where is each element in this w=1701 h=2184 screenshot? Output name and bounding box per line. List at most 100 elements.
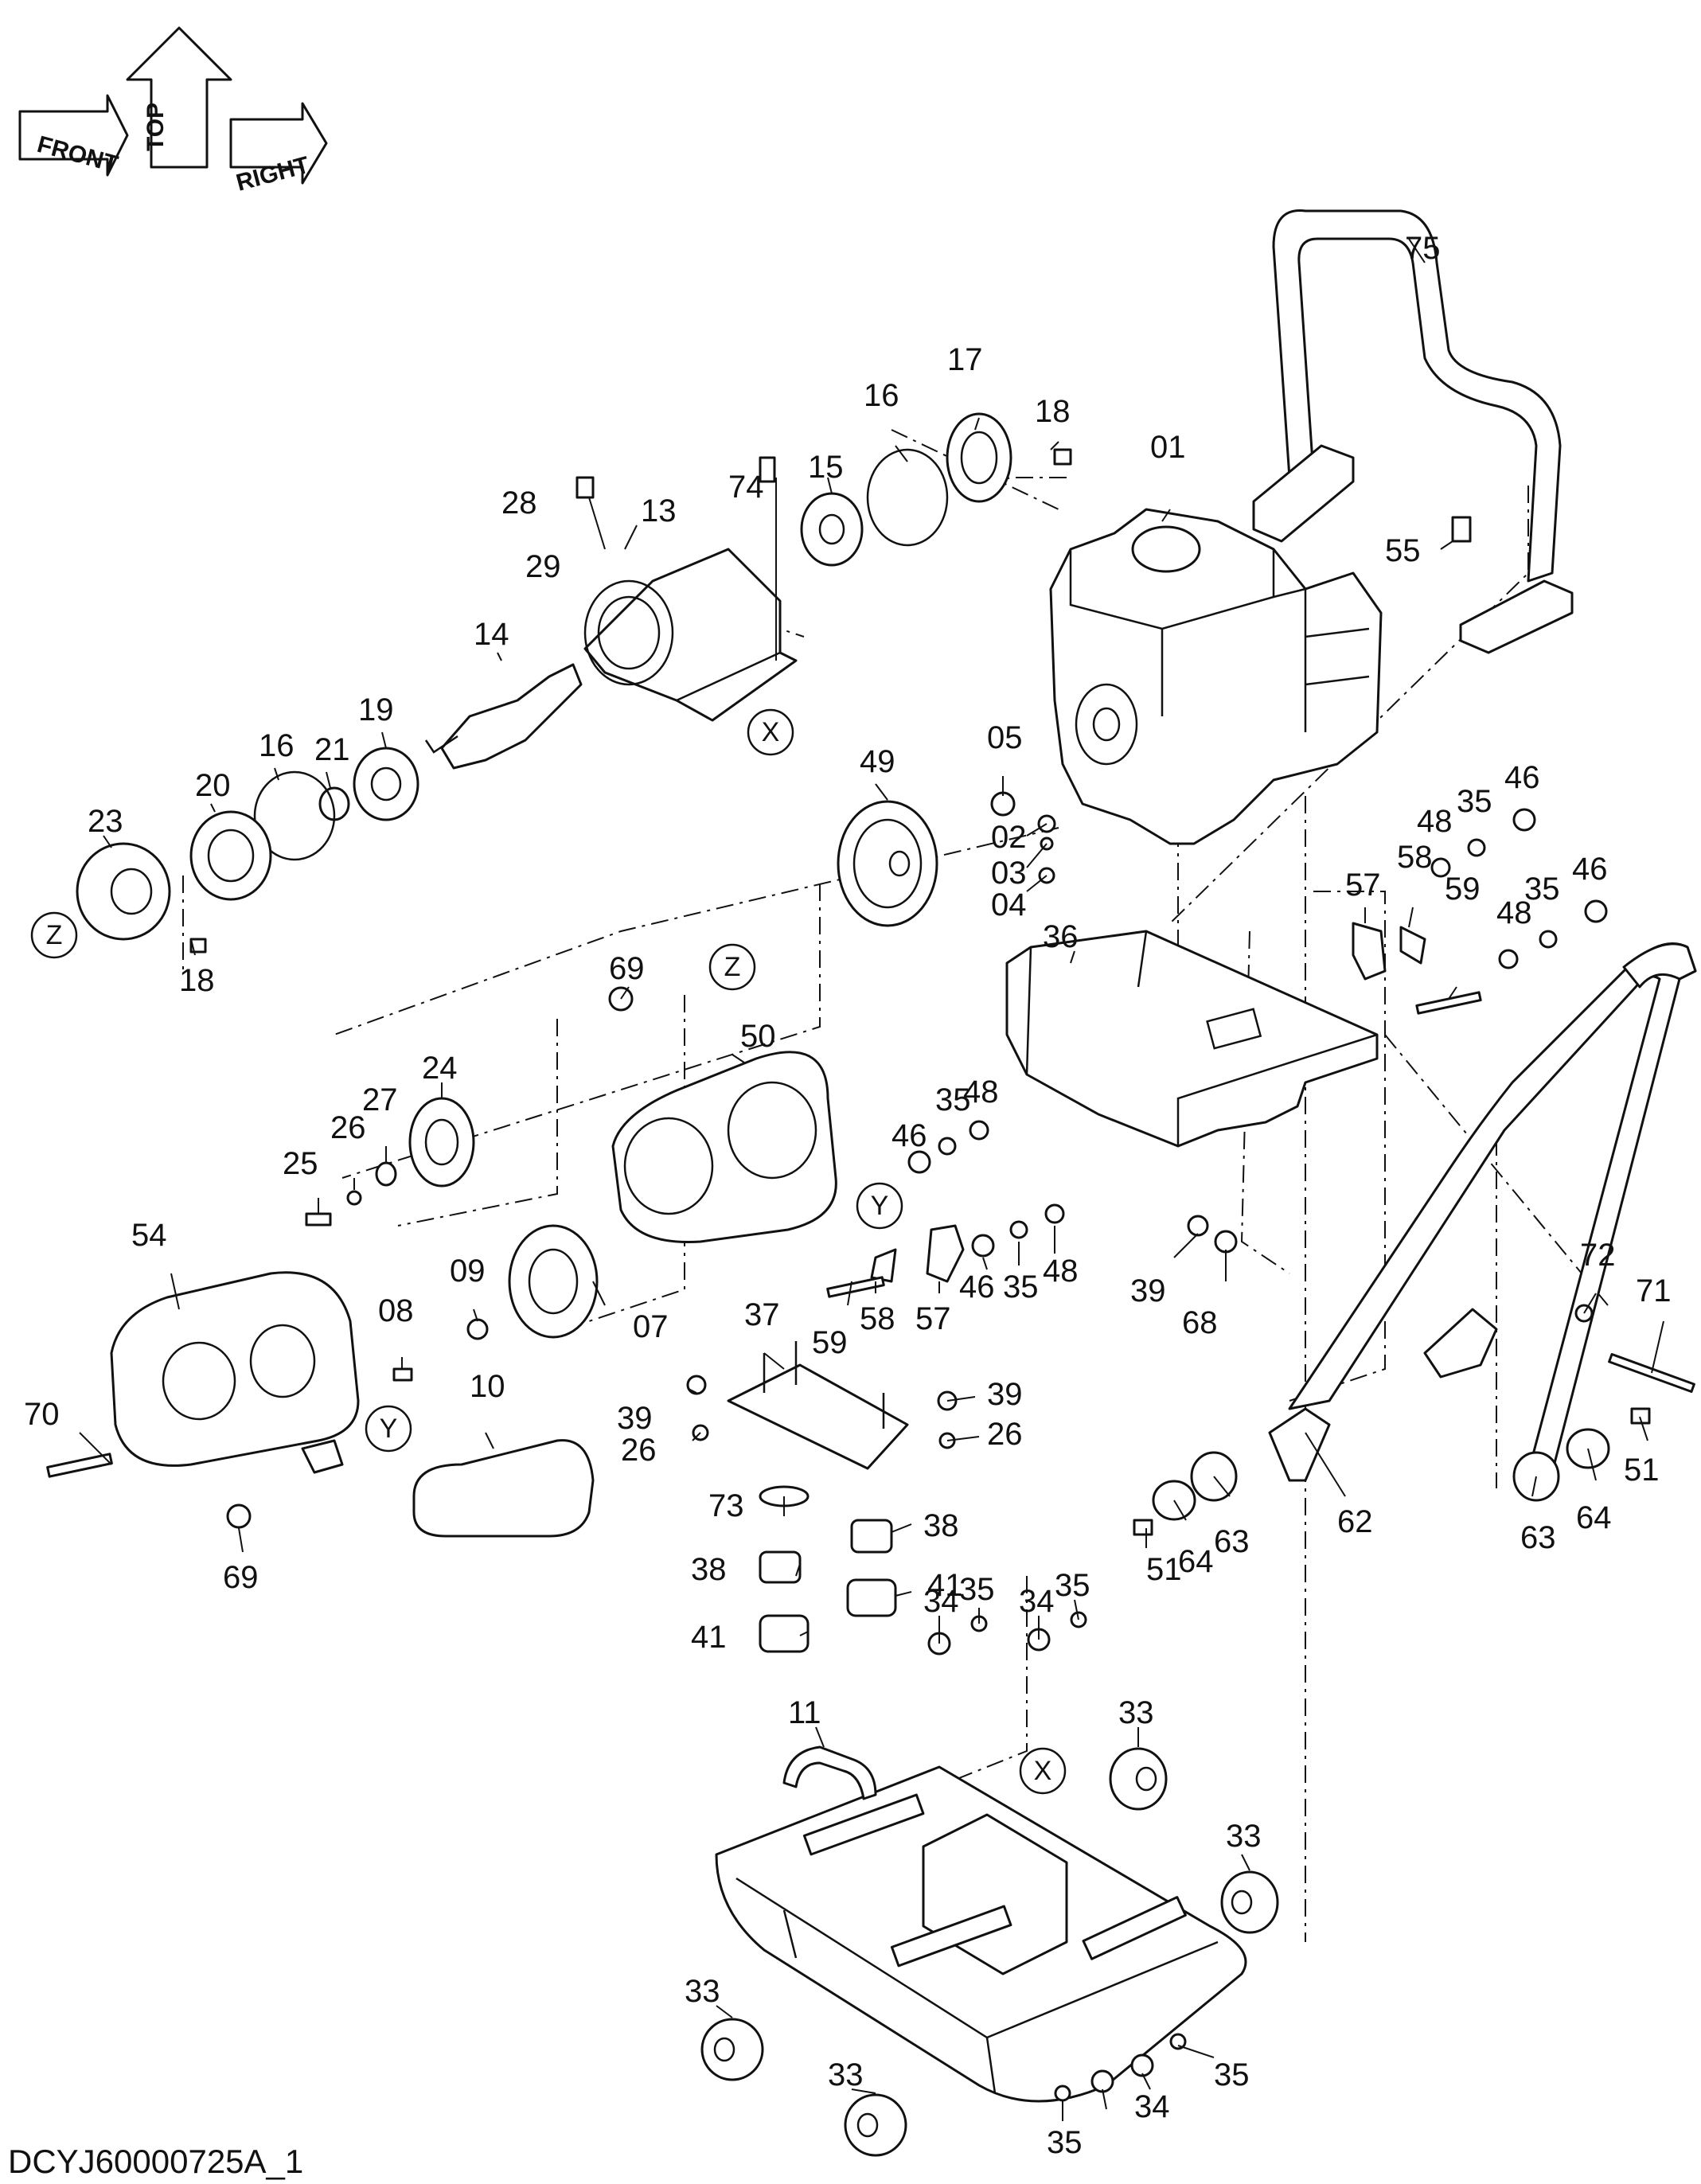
mount-bar-rear <box>890 1905 1012 1968</box>
washer-35-a <box>1467 838 1486 857</box>
label-25: 25 <box>283 1146 318 1181</box>
handle-grip <box>1622 942 1697 989</box>
belt-cover <box>46 1271 360 1478</box>
label-41-a: 41 <box>927 1568 963 1603</box>
label-54: 54 <box>131 1218 167 1253</box>
label-26-b: 26 <box>621 1433 657 1468</box>
label-35-a: 35 <box>959 1572 995 1607</box>
washer-35-d <box>1009 1220 1028 1239</box>
mount-38-right <box>850 1519 893 1554</box>
label-70: 70 <box>24 1397 60 1432</box>
label-64-b: 64 <box>1576 1500 1612 1535</box>
label-35-f: 35 <box>1003 1269 1039 1305</box>
label-03: 03 <box>991 856 1027 891</box>
label-23: 23 <box>88 804 123 839</box>
label-16-right: 16 <box>864 378 899 413</box>
mount-38-left <box>759 1550 802 1584</box>
label-73: 73 <box>708 1488 744 1523</box>
exciter-shaft-assembly <box>76 412 1072 954</box>
rubber-buffers <box>700 1747 1279 2157</box>
label-18-left: 18 <box>179 963 215 998</box>
engine-body <box>1049 508 1383 845</box>
clutch-drum <box>837 800 938 927</box>
mount-plate <box>727 1363 909 1470</box>
label-35-g: 35 <box>1214 2057 1250 2092</box>
bolt-74 <box>759 456 776 483</box>
gasket-left <box>253 770 336 861</box>
label-33-b: 33 <box>1226 1819 1262 1854</box>
washer-68 <box>1214 1230 1238 1254</box>
ref-x-upper: X <box>747 708 794 756</box>
label-08: 08 <box>378 1293 414 1328</box>
handle-bracket-left <box>1268 1407 1331 1482</box>
label-51-a: 51 <box>1146 1552 1182 1587</box>
bearing-cover-right <box>946 412 1012 503</box>
washer-09 <box>466 1318 489 1340</box>
handle-rubbers <box>1133 1407 1651 1536</box>
label-62: 62 <box>1337 1504 1373 1539</box>
label-69-a: 69 <box>609 951 645 986</box>
label-27: 27 <box>362 1082 398 1117</box>
bearing-left <box>353 747 419 821</box>
label-35-h: 35 <box>1047 2125 1083 2160</box>
label-49: 49 <box>860 744 895 779</box>
part-number-labels: 01 02 03 04 05 07 08 09 10 11 13 14 15 1… <box>24 231 1672 2160</box>
engine-base-frame <box>826 922 1482 1298</box>
buffer-33-c <box>700 2018 764 2081</box>
label-38-a: 38 <box>923 1508 959 1543</box>
label-34-c: 34 <box>1134 2089 1170 2124</box>
fuel-cap <box>1131 525 1201 573</box>
label-15: 15 <box>808 450 844 485</box>
label-28: 28 <box>501 486 537 521</box>
svg-text:Z: Z <box>724 952 741 982</box>
label-39-c: 39 <box>987 1377 1023 1412</box>
label-18-right: 18 <box>1035 394 1071 429</box>
label-50: 50 <box>740 1019 776 1054</box>
label-58-b: 58 <box>860 1301 895 1336</box>
label-46-c: 46 <box>891 1118 927 1153</box>
label-05: 05 <box>987 720 1023 755</box>
ref-y-lower: Y <box>365 1405 412 1453</box>
pulley-07 <box>508 1224 599 1339</box>
label-26-c: 26 <box>987 1417 1023 1452</box>
label-13: 13 <box>641 493 677 528</box>
fasteners <box>226 791 1608 2102</box>
exciter-housing <box>583 548 798 722</box>
washer-27 <box>375 1161 397 1187</box>
label-59-a: 59 <box>1445 872 1481 907</box>
label-46-d: 46 <box>959 1269 995 1305</box>
nut-39-a <box>1187 1215 1209 1237</box>
guard-tube <box>1272 209 1562 583</box>
bracket-58-lower <box>870 1248 897 1283</box>
label-72: 72 <box>1580 1238 1616 1273</box>
nut-34-c <box>1130 2053 1154 2077</box>
washer-48-a <box>1430 857 1451 878</box>
label-24: 24 <box>422 1051 458 1086</box>
label-leaders <box>79 238 1664 2121</box>
label-21: 21 <box>314 732 350 767</box>
label-07: 07 <box>633 1309 669 1344</box>
guard-foot-right <box>1459 579 1574 654</box>
bolt-51-right <box>1630 1407 1651 1425</box>
bearing-cover-left <box>189 810 272 901</box>
belt-guard <box>611 1051 837 1243</box>
engine <box>1049 508 1383 845</box>
bearing-right <box>800 492 864 567</box>
label-20: 20 <box>195 768 231 803</box>
label-58-a: 58 <box>1397 840 1433 875</box>
label-26-a: 26 <box>330 1110 366 1145</box>
label-34-a: 34 <box>923 1584 959 1619</box>
label-33-c: 33 <box>685 1974 720 2009</box>
belt-guard-body <box>611 1051 837 1243</box>
nut-46-a <box>1512 808 1536 832</box>
label-16-left: 16 <box>259 728 295 763</box>
bolt-08 <box>392 1367 413 1382</box>
bolt-18-left <box>189 938 207 954</box>
label-46-a: 46 <box>1504 760 1540 795</box>
bolt-51-left <box>1133 1519 1153 1536</box>
shaft-59-upper <box>1415 991 1482 1015</box>
label-10: 10 <box>470 1369 505 1404</box>
bracket-57-lower <box>926 1224 965 1283</box>
handle-bracket-right <box>1423 1308 1498 1379</box>
